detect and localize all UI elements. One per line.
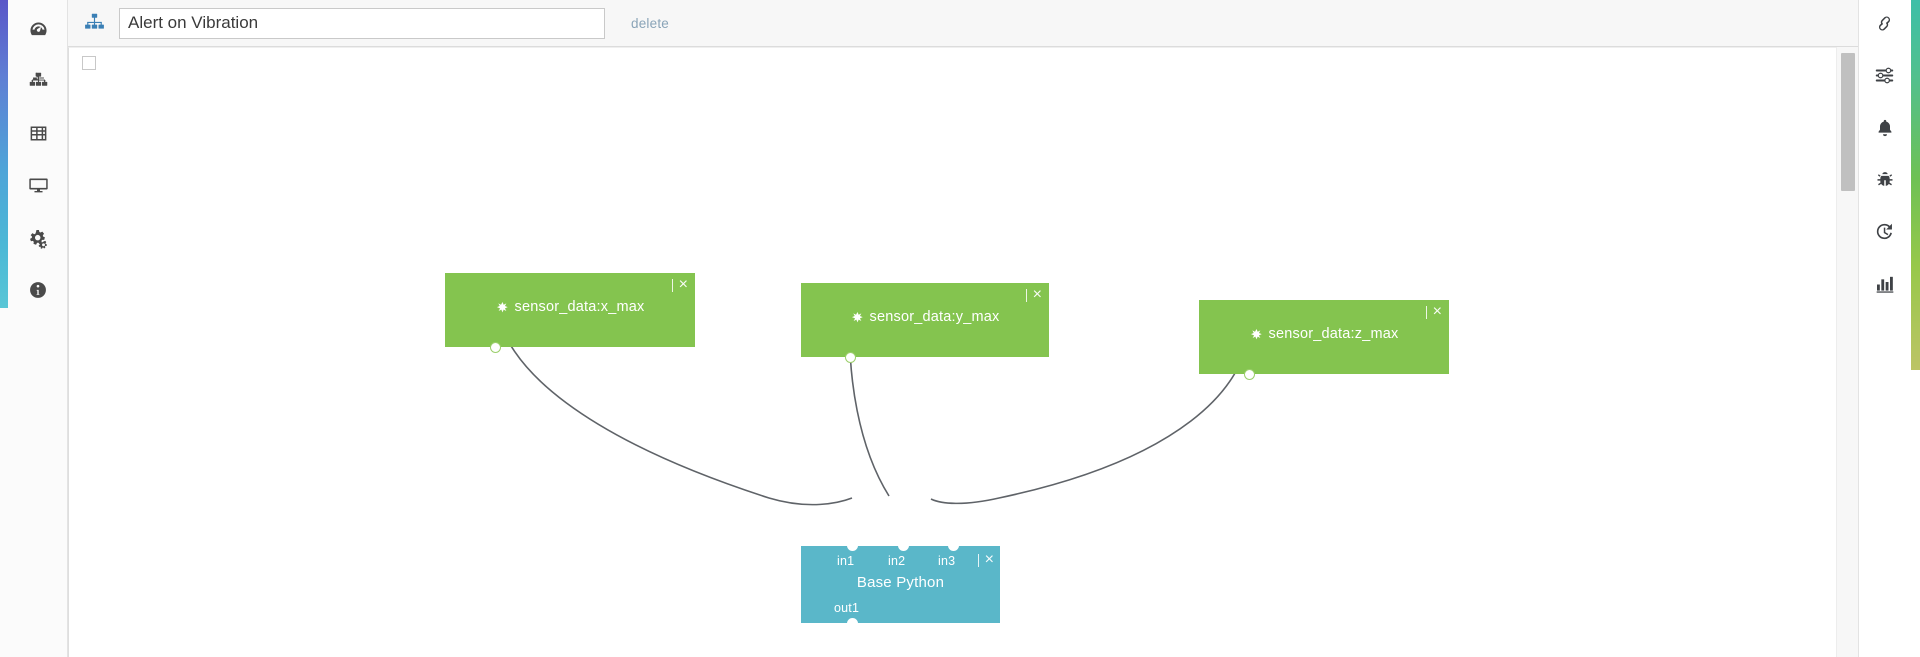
sidebar-item-connections[interactable]	[1858, 0, 1911, 52]
close-icon: ×	[1032, 286, 1042, 303]
sidebar-item-info[interactable]	[8, 266, 68, 318]
table-icon	[28, 123, 49, 149]
monitor-icon	[28, 175, 49, 201]
asterisk-icon	[496, 301, 509, 314]
sidebar-item-flows[interactable]	[8, 58, 68, 110]
node-label-row: sensor_data:x_max	[445, 299, 695, 315]
right-accent-strip	[1911, 0, 1920, 370]
link-icon	[1874, 13, 1895, 39]
node-close-button[interactable]: ×	[671, 276, 688, 293]
sidebar-item-properties[interactable]	[1858, 52, 1911, 104]
minimap-handle[interactable]	[82, 56, 96, 70]
node-sensor-data-x-max[interactable]: × sensor_data:x_max	[445, 273, 695, 353]
output-label-out1: out1	[834, 601, 860, 615]
delete-flow-link[interactable]: delete	[631, 15, 669, 31]
gears-icon	[27, 227, 49, 254]
close-icon: ×	[678, 276, 688, 293]
sliders-icon	[1874, 65, 1895, 91]
sidebar-item-history[interactable]	[1858, 208, 1911, 260]
node-title: sensor_data:z_max	[1268, 326, 1399, 342]
input-port-in3[interactable]	[948, 540, 959, 551]
flow-canvas-area: × sensor_data:x_max ×	[68, 47, 1858, 657]
sidebar-item-statistics[interactable]	[1858, 260, 1911, 312]
close-icon: ×	[1432, 303, 1442, 320]
dashboard-icon	[28, 19, 49, 45]
node-title: sensor_data:y_max	[869, 309, 1000, 325]
node-close-button[interactable]: ×	[1425, 303, 1442, 320]
sitemap-icon	[28, 71, 49, 97]
sitemap-icon	[77, 12, 111, 35]
node-sensor-data-y-max[interactable]: × sensor_data:y_max	[801, 283, 1049, 363]
sidebar-item-dashboard[interactable]	[8, 6, 68, 58]
node-label-row: sensor_data:z_max	[1199, 326, 1449, 342]
divider	[1025, 288, 1027, 302]
node-label-row: sensor_data:y_max	[801, 309, 1049, 325]
info-icon	[28, 280, 48, 305]
input-label-in3: in3	[938, 554, 956, 568]
close-icon: ×	[984, 551, 994, 568]
input-port-in1[interactable]	[847, 540, 858, 551]
history-icon	[1874, 221, 1895, 247]
right-sidebar	[1858, 0, 1920, 657]
divider	[671, 278, 673, 292]
sidebar-item-debug[interactable]	[1858, 156, 1911, 208]
bar-chart-icon	[1875, 274, 1895, 299]
input-port-in2[interactable]	[898, 540, 909, 551]
edge-x_max-to-in1	[495, 299, 853, 506]
output-port[interactable]	[490, 342, 501, 353]
node-close-button[interactable]: ×	[1025, 286, 1042, 303]
input-label-in2: in2	[888, 554, 906, 568]
flow-canvas[interactable]: × sensor_data:x_max ×	[68, 47, 1836, 657]
sidebar-item-alerts[interactable]	[1858, 104, 1911, 156]
divider	[1425, 305, 1427, 319]
left-accent-strip	[0, 0, 8, 308]
scrollbar-thumb[interactable]	[1841, 53, 1855, 191]
node-title: sensor_data:x_max	[514, 299, 645, 315]
input-label-in1: in1	[837, 554, 855, 568]
node-base-python[interactable]: × in1 in2 in3 Base Python out1	[801, 540, 1000, 629]
bug-icon	[1875, 170, 1895, 195]
output-port-out1[interactable]	[847, 618, 858, 629]
output-port[interactable]	[1244, 369, 1255, 380]
output-port[interactable]	[845, 352, 856, 363]
editor-toolbar: delete	[68, 0, 1858, 47]
vertical-scrollbar[interactable]	[1836, 47, 1858, 657]
sidebar-item-tables[interactable]	[8, 110, 68, 162]
asterisk-icon	[1250, 328, 1263, 341]
sidebar-item-settings[interactable]	[8, 214, 68, 266]
flow-title-input[interactable]	[119, 7, 605, 39]
sidebar-item-monitor[interactable]	[8, 162, 68, 214]
asterisk-icon	[851, 311, 864, 324]
node-close-button[interactable]: ×	[977, 551, 994, 568]
left-sidebar	[0, 0, 68, 657]
node-sensor-data-z-max[interactable]: × sensor_data:z_max	[1199, 300, 1449, 380]
node-title: Base Python	[856, 574, 945, 591]
divider	[977, 553, 979, 567]
bell-icon	[1875, 118, 1895, 143]
